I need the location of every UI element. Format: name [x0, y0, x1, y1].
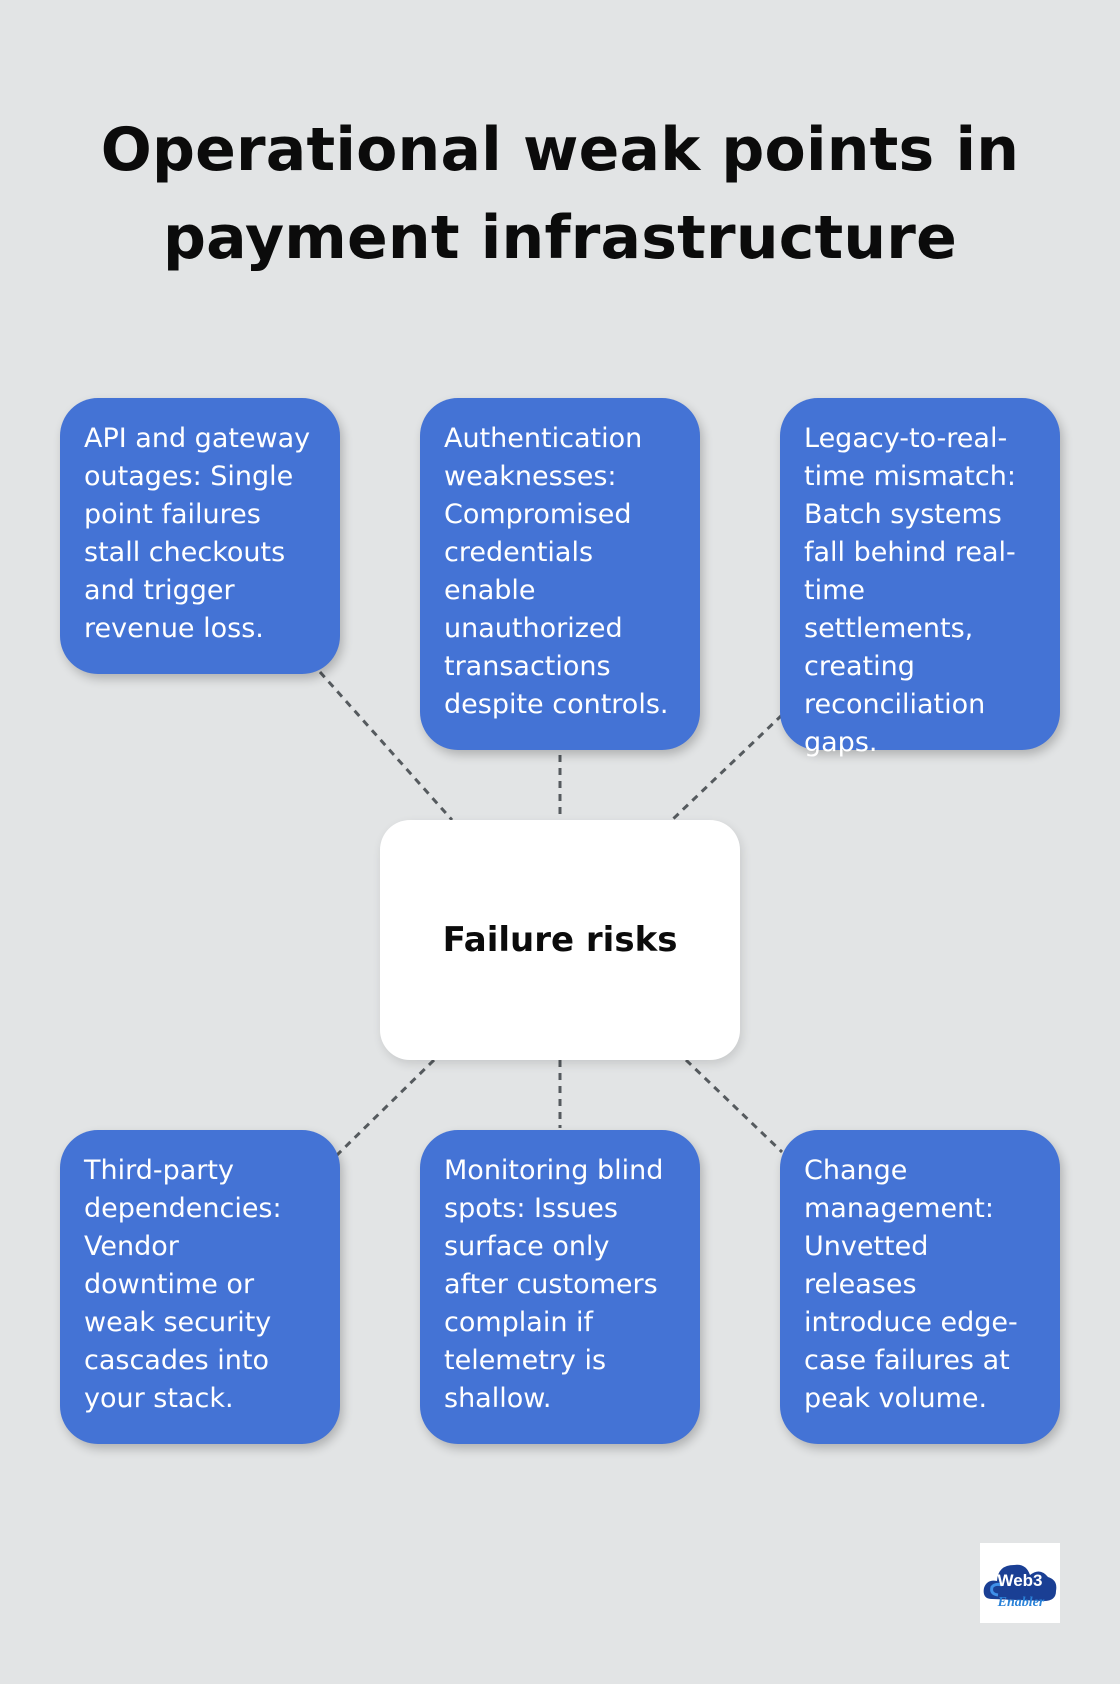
risk-card-monitoring: Monitoring blind spots: Issues surface o…: [420, 1130, 700, 1444]
risk-card-text: Legacy-to-real-time mismatch: Batch syst…: [804, 423, 1016, 758]
page-title: Operational weak points in payment infra…: [100, 115, 1020, 273]
logo-subtext: Enabler: [997, 1595, 1045, 1610]
logo-wordmark: Web3: [997, 1571, 1042, 1590]
cloud-logo-icon: Web3 Enabler: [983, 1564, 1057, 1610]
risk-card-text: API and gateway outages: Single point fa…: [84, 423, 311, 644]
risk-card-api-gateway: API and gateway outages: Single point fa…: [60, 398, 340, 674]
risk-card-text: Monitoring blind spots: Issues surface o…: [444, 1155, 664, 1414]
web3-enabler-logo: Web3 Enabler: [980, 1543, 1060, 1623]
risk-card-third-party: Third-party dependencies: Vendor downtim…: [60, 1130, 340, 1444]
connector-line-third-party: [334, 1058, 436, 1158]
center-node: Failure risks: [380, 820, 740, 1060]
risk-card-change-management: Change management: Unvetted releases int…: [780, 1130, 1060, 1444]
risk-card-authentication: Authentication weaknesses: Compromised c…: [420, 398, 700, 750]
risk-card-text: Third-party dependencies: Vendor downtim…: [84, 1155, 282, 1414]
risk-card-text: Change management: Unvetted releases int…: [804, 1155, 1018, 1414]
risk-card-text: Authentication weaknesses: Compromised c…: [444, 423, 669, 720]
center-node-label: Failure risks: [442, 920, 678, 960]
connector-line-change: [684, 1058, 784, 1154]
risk-card-legacy-mismatch: Legacy-to-real-time mismatch: Batch syst…: [780, 398, 1060, 758]
